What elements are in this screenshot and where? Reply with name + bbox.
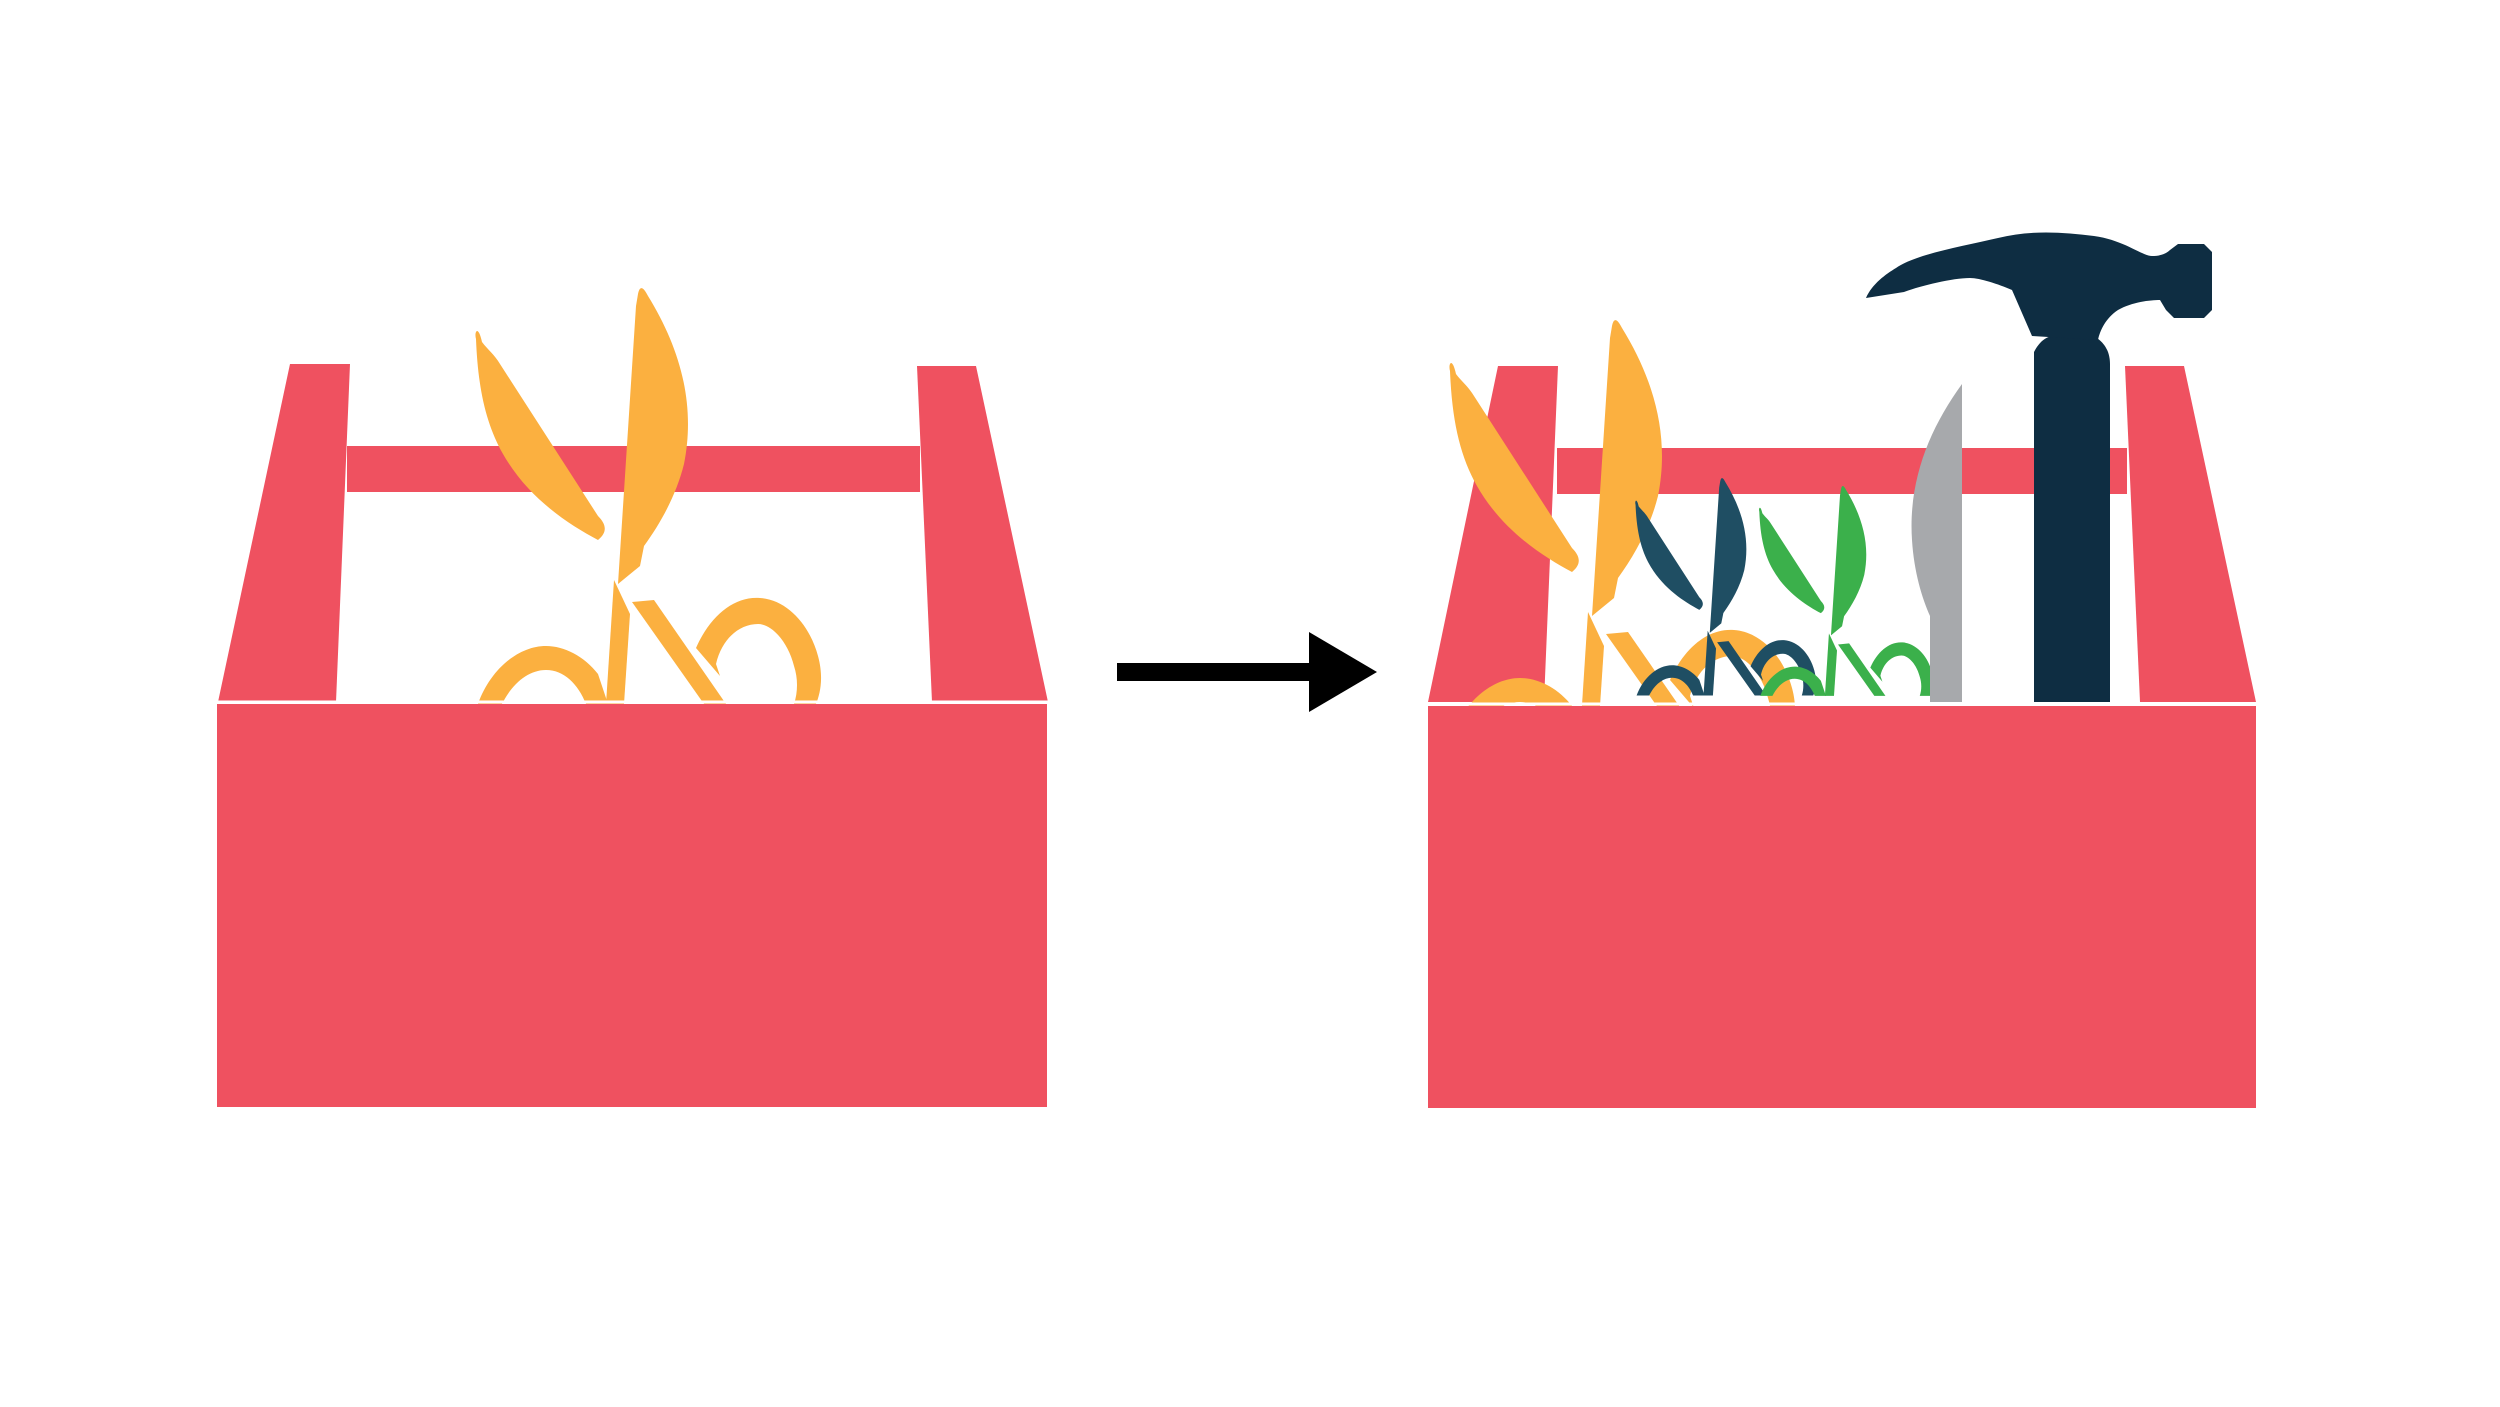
- toolbox-before: [216, 288, 1050, 1107]
- right-arrow-icon: [1117, 632, 1377, 712]
- toolbox-after: [1427, 232, 2256, 1108]
- knife-icon: [1911, 384, 1962, 702]
- toolbox-body: [1428, 706, 2256, 1108]
- toolbox-body: [217, 704, 1047, 1107]
- scissors-icon: [1759, 486, 1934, 696]
- scissors-icon: [475, 288, 822, 704]
- hammer-icon: [1866, 232, 2212, 702]
